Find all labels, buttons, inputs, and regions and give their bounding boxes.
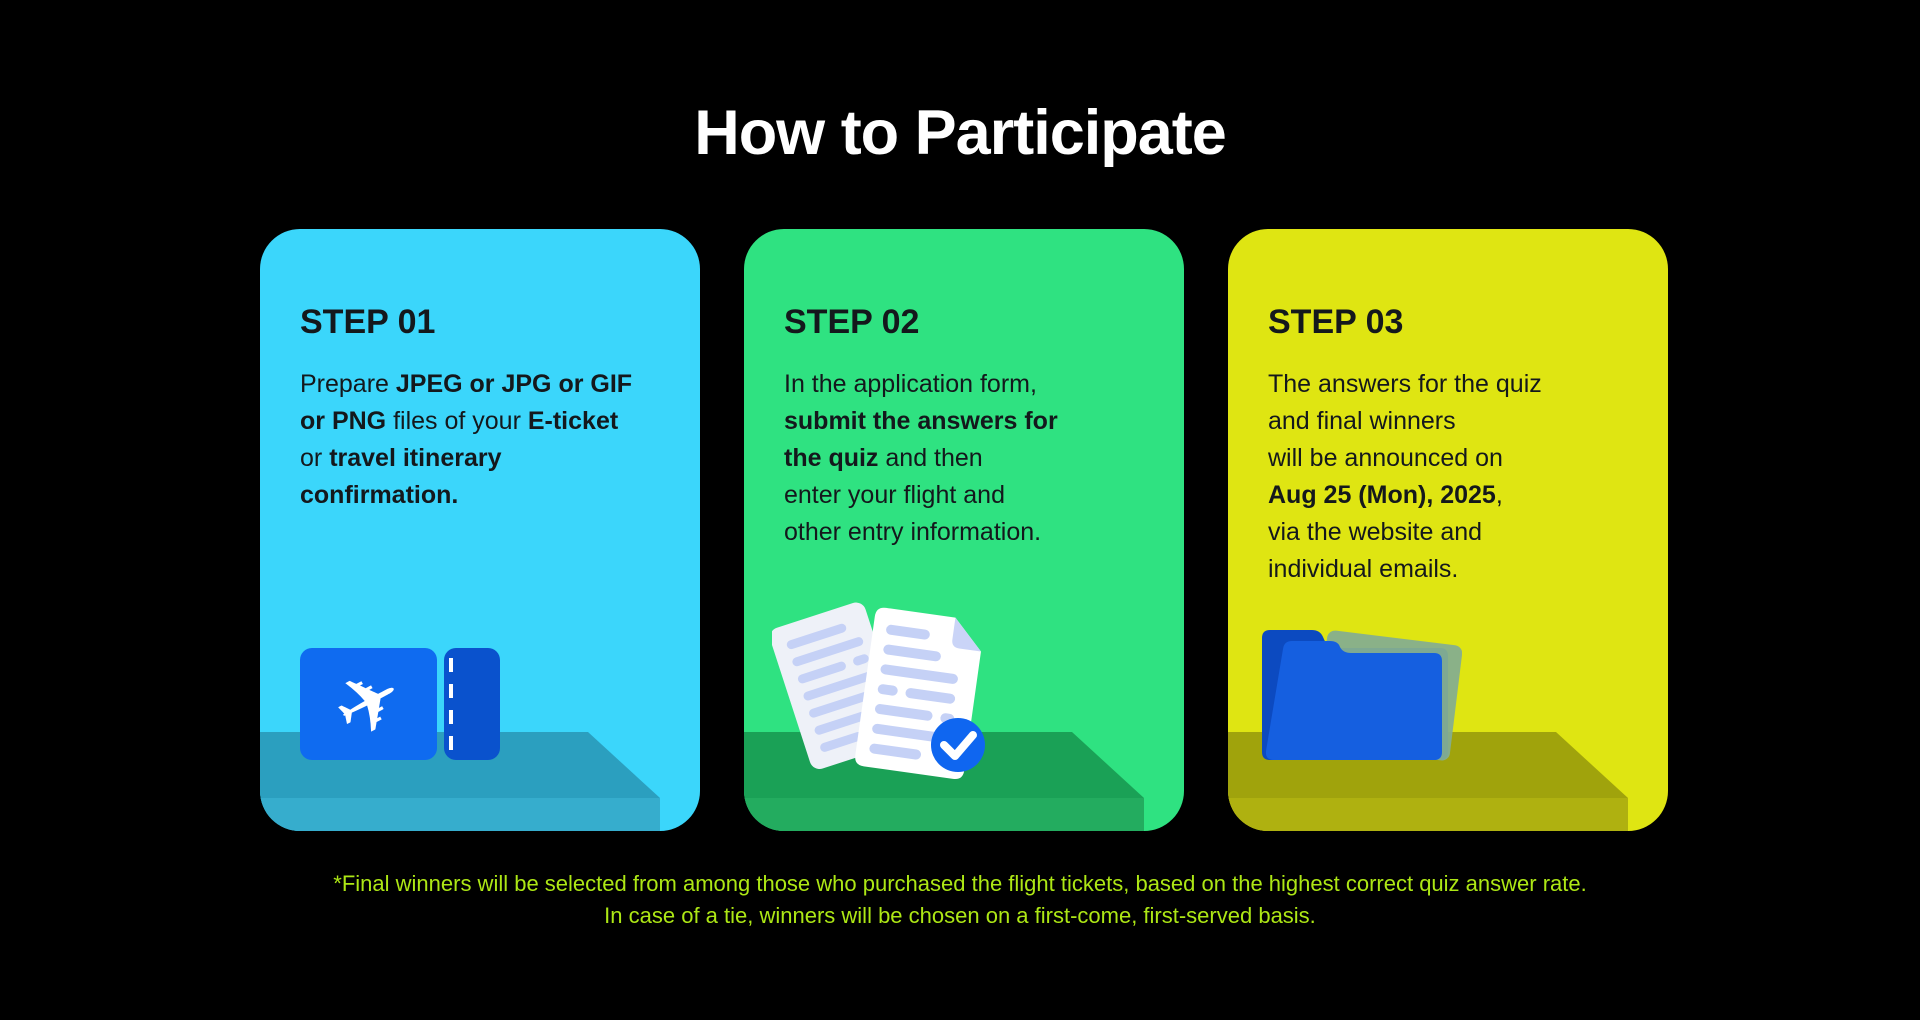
footnote-line-1: *Final winners will be selected from amo… (333, 871, 1587, 896)
ticket-stub (444, 648, 500, 760)
ticket-body (300, 648, 437, 760)
step-description: In the application form,submit the answe… (784, 370, 1058, 546)
step-label: STEP 02 (784, 303, 920, 341)
footnote: *Final winners will be selected from amo… (0, 868, 1920, 932)
documents-check-icon (772, 602, 985, 780)
check-badge (931, 718, 985, 772)
shelf-front (744, 798, 1144, 831)
page-title: How to Participate (694, 98, 1227, 169)
folder-icon (1262, 630, 1462, 761)
ticket-perforation (449, 658, 453, 750)
flight-ticket-icon: ✈ (300, 647, 500, 760)
step-label: STEP 03 (1268, 303, 1404, 341)
folder-front (1265, 641, 1442, 760)
shelf-front (260, 798, 660, 831)
footnote-line-2: In case of a tie, winners will be chosen… (604, 903, 1316, 928)
shelf-front (1228, 798, 1628, 831)
step-card-2: STEP 02 In the application form,submit t… (744, 229, 1184, 831)
step-label: STEP 01 (300, 303, 436, 341)
